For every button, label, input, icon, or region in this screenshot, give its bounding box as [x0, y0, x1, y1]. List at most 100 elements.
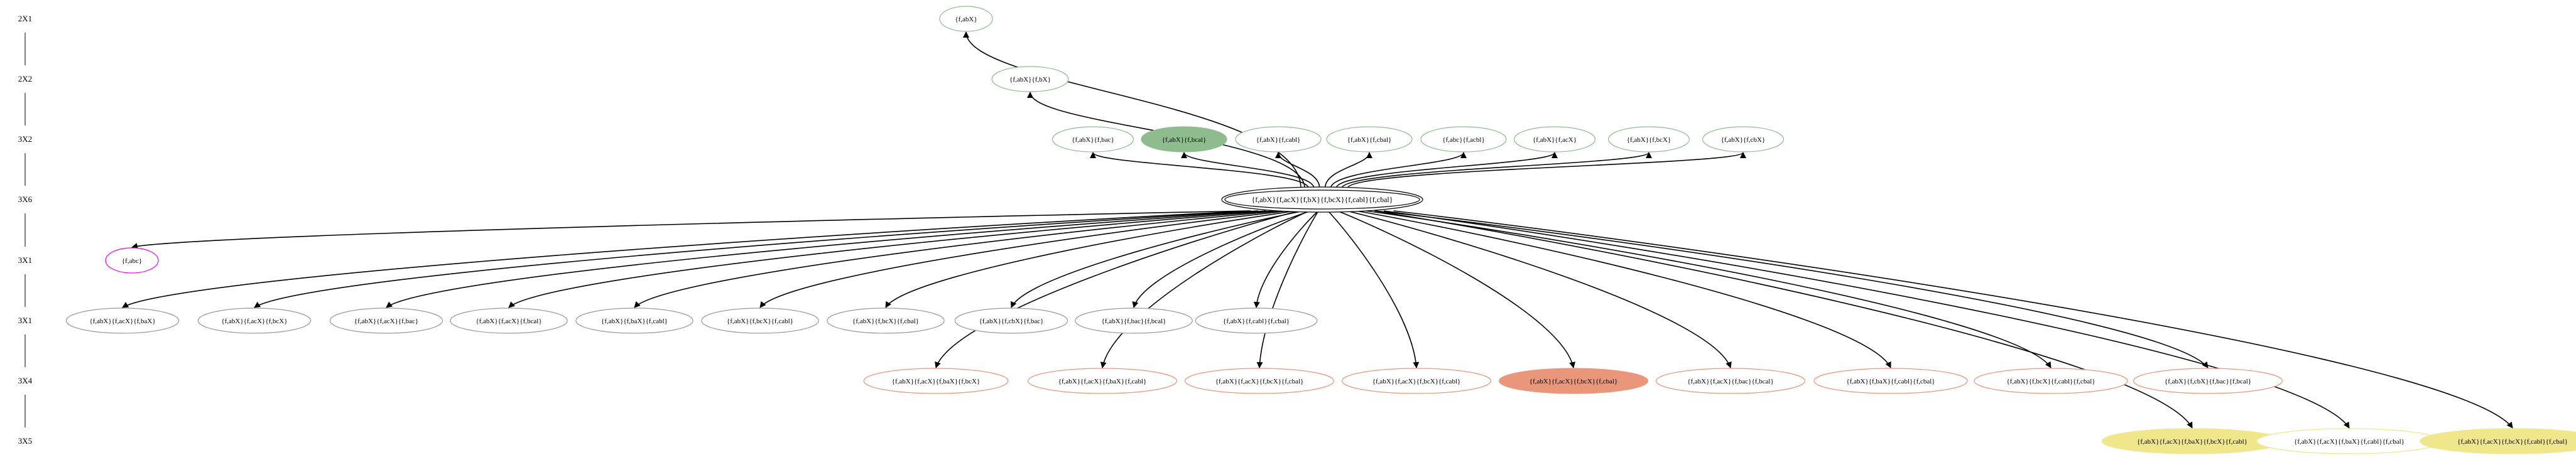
node-shape [1326, 126, 1413, 152]
node-label: {f,abX}{f,acX}{f,bcX}{f,cabl} [1372, 378, 1461, 385]
node-label: {f,abX}{f,acX}{f,baX}{f,bcX} [892, 378, 981, 385]
edge-center-b10 [1253, 210, 1319, 308]
node-shape [1052, 126, 1134, 152]
edge-center-s9 [1375, 210, 2209, 368]
edge-center-g7 [1341, 152, 1652, 189]
node-g8[interactable]: {f,abX}{f,cbX} [1702, 126, 1785, 152]
node-label: {f,abX}{f,acX}{f,baX}{f,cabl}{f,cbal} [2294, 438, 2405, 446]
node-shape [2133, 368, 2283, 394]
node-shape [1075, 308, 1193, 334]
edge-center-s4 [1327, 210, 1420, 368]
level-label: 3X1 [18, 316, 32, 325]
edge-center-g8 [1347, 152, 1746, 189]
node-shape [2420, 428, 2576, 454]
node-shape [1420, 126, 1507, 152]
node-label: {f,abX}{f,cbX}{f,bac} [979, 318, 1044, 325]
node-label: {f,abX}{f,bcal} [1162, 136, 1207, 144]
node-s9[interactable]: {f,abX}{f,cbX}{f,bac}{f,bcal} [2133, 368, 2283, 394]
node-shape [1141, 126, 1227, 152]
node-label: {f,abX}{f,cbX}{f,bac}{f,bcal} [2165, 378, 2251, 385]
edge-center-b5 [634, 210, 1281, 308]
level-label: 3X2 [18, 134, 32, 144]
node-g1[interactable]: {f,abX}{f,bac} [1052, 126, 1134, 152]
node-g3[interactable]: {f,abX}{f,cabl} [1235, 126, 1322, 152]
node-k2[interactable]: {f,abX}{f,acX}{f,baX}{f,cabl}{f,cbal} [2256, 428, 2442, 454]
node-shape [1342, 368, 1492, 394]
node-s6[interactable]: {f,abX}{f,acX}{f,bac}{f,bcal} [1656, 368, 1806, 394]
nodes: {f,abX} {f,abX}{f,bX} {f,abX}{f,bac} {f,abX… [65, 6, 2576, 454]
edge-center-s8 [1366, 210, 2052, 368]
node-label: {f,abX}{f,bac}{f,bcal} [1102, 318, 1166, 325]
node-label: {f,abX}{f,bac} [1072, 136, 1114, 144]
edge-center-g1 [1090, 152, 1309, 189]
edge-center-b6 [759, 210, 1289, 308]
edge-center-b4 [508, 210, 1274, 308]
node-g5[interactable]: {f,abc}{f,acbl} [1420, 126, 1507, 152]
node-label: {f,abX}{f,cbal} [1347, 136, 1392, 144]
node-label: {f,abX}{f,acX}{f,bcX}{f,cbal} [1530, 378, 1618, 385]
edge-center-g3 [1275, 152, 1320, 189]
node-b10[interactable]: {f,abX}{f,cabl}{f,cbal} [1195, 308, 1318, 334]
edge-center-s1 [935, 210, 1300, 368]
node-shape [827, 308, 945, 334]
node-shape [863, 368, 1009, 394]
edge-center-k3 [1393, 210, 2513, 429]
node-g6[interactable]: {f,abX}{f,acX} [1514, 126, 1596, 152]
edge-center-s2 [1100, 210, 1310, 368]
node-s8[interactable]: {f,abX}{f,bcX}{f,cabl}{f,cbal} [1974, 368, 2128, 394]
node-label: {f,abX}{f,bcX}{f,cabl} [727, 318, 793, 325]
node-b3[interactable]: {f,abX}{f,acX}{f,bac} [329, 308, 443, 334]
node-b9[interactable]: {f,abX}{f,bac}{f,bcal} [1075, 308, 1193, 334]
node-b7[interactable]: {f,abX}{f,bcX}{f,cbal} [827, 308, 945, 334]
edge-center-m1 [131, 210, 1251, 249]
node-g4[interactable]: {f,abX}{f,cbal} [1326, 126, 1413, 152]
node-b2[interactable]: {f,abX}{f,acX}{f,bcX} [197, 308, 312, 334]
node-label: {f,abX}{f,acX}{f,bcX}{f,cabl}{f,cbal} [2457, 438, 2568, 446]
node-shape [701, 308, 819, 334]
node-label: {f,abX}{f,acX}{f,baX} [89, 318, 155, 325]
level-label: 2X2 [18, 74, 32, 83]
node-shape [575, 308, 693, 334]
node-label: {f,abX}{f,bcX}{f,cbal} [852, 318, 919, 325]
node-shape [991, 66, 1069, 92]
node-label: {f,abX}{f,acX}{f,bcX} [221, 318, 287, 325]
node-inner-ring [1224, 190, 1420, 210]
node-m1[interactable]: {f,abc} [105, 247, 159, 274]
node-s5[interactable]: {f,abX}{f,acX}{f,bcX}{f,cbal} [1499, 368, 1649, 394]
edge-center-b3 [386, 210, 1266, 308]
node-b8[interactable]: {f,abX}{f,cbX}{f,bac} [954, 308, 1068, 334]
node-s3[interactable]: {f,abX}{f,acX}{f,bcX}{f,cbal} [1184, 368, 1334, 394]
edge-center-b1 [122, 210, 1251, 308]
node-label: {f,abX}{f,bcX}{f,cabl}{f,cbal} [2006, 378, 2095, 385]
node-label: {f,abX}{f,bX} [1009, 76, 1051, 83]
node-center[interactable]: {f,abX}{f,acX}{f,bX}{f,bcX}{f,cabl}{f,cb… [1221, 186, 1423, 213]
node-k3[interactable]: {f,abX}{f,acX}{f,bcX}{f,cabl}{f,cbal} [2420, 428, 2576, 454]
node-s4[interactable]: {f,abX}{f,acX}{f,bcX}{f,cabl} [1342, 368, 1492, 394]
node-label: {f,abX}{f,cabl}{f,cbal} [1223, 318, 1290, 325]
node-b5[interactable]: {f,abX}{f,baX}{f,cabl} [575, 308, 693, 334]
node-shape [105, 247, 159, 274]
node-k1[interactable]: {f,abX}{f,acX}{f,baX}{f,bcX}{f,cabl} [2101, 428, 2283, 454]
node-g2[interactable]: {f,abX}{f,bcal} [1141, 126, 1227, 152]
node-shape [1702, 126, 1785, 152]
node-b6[interactable]: {f,abX}{f,bcX}{f,cabl} [701, 308, 819, 334]
node-s7[interactable]: {f,abX}{f,baX}{f,cabl}{f,cbal} [1813, 368, 1968, 394]
node-s2[interactable]: {f,abX}{f,acX}{f,baX}{f,cabl} [1027, 368, 1177, 394]
node-label: {f,abX}{f,acX} [1533, 136, 1577, 144]
edges [122, 31, 2513, 429]
node-r2[interactable]: {f,abX}{f,bX} [991, 66, 1069, 92]
node-label: {f,abX}{f,acX}{f,baX}{f,cabl} [1058, 378, 1147, 385]
edge-center-k1 [1374, 210, 2193, 429]
level-label: 3X4 [18, 376, 33, 385]
node-b4[interactable]: {f,abX}{f,acX}{f,bcal} [450, 308, 568, 334]
node-s1[interactable]: {f,abX}{f,acX}{f,baX}{f,bcX} [863, 368, 1009, 394]
node-g7[interactable]: {f,abX}{f,bcX} [1608, 126, 1690, 152]
edge-center-g4 [1324, 152, 1372, 189]
node-shape [1027, 368, 1177, 394]
node-shape [1499, 368, 1649, 394]
node-label: {f,abX}{f,acX}{f,baX}{f,bcX}{f,cabl} [2137, 438, 2247, 446]
node-b1[interactable]: {f,abX}{f,acX}{f,baX} [65, 308, 180, 334]
node-r1[interactable]: {f,abX} [939, 6, 993, 32]
node-label: {f,abX}{f,acX}{f,bcX}{f,cbal} [1215, 378, 1304, 385]
